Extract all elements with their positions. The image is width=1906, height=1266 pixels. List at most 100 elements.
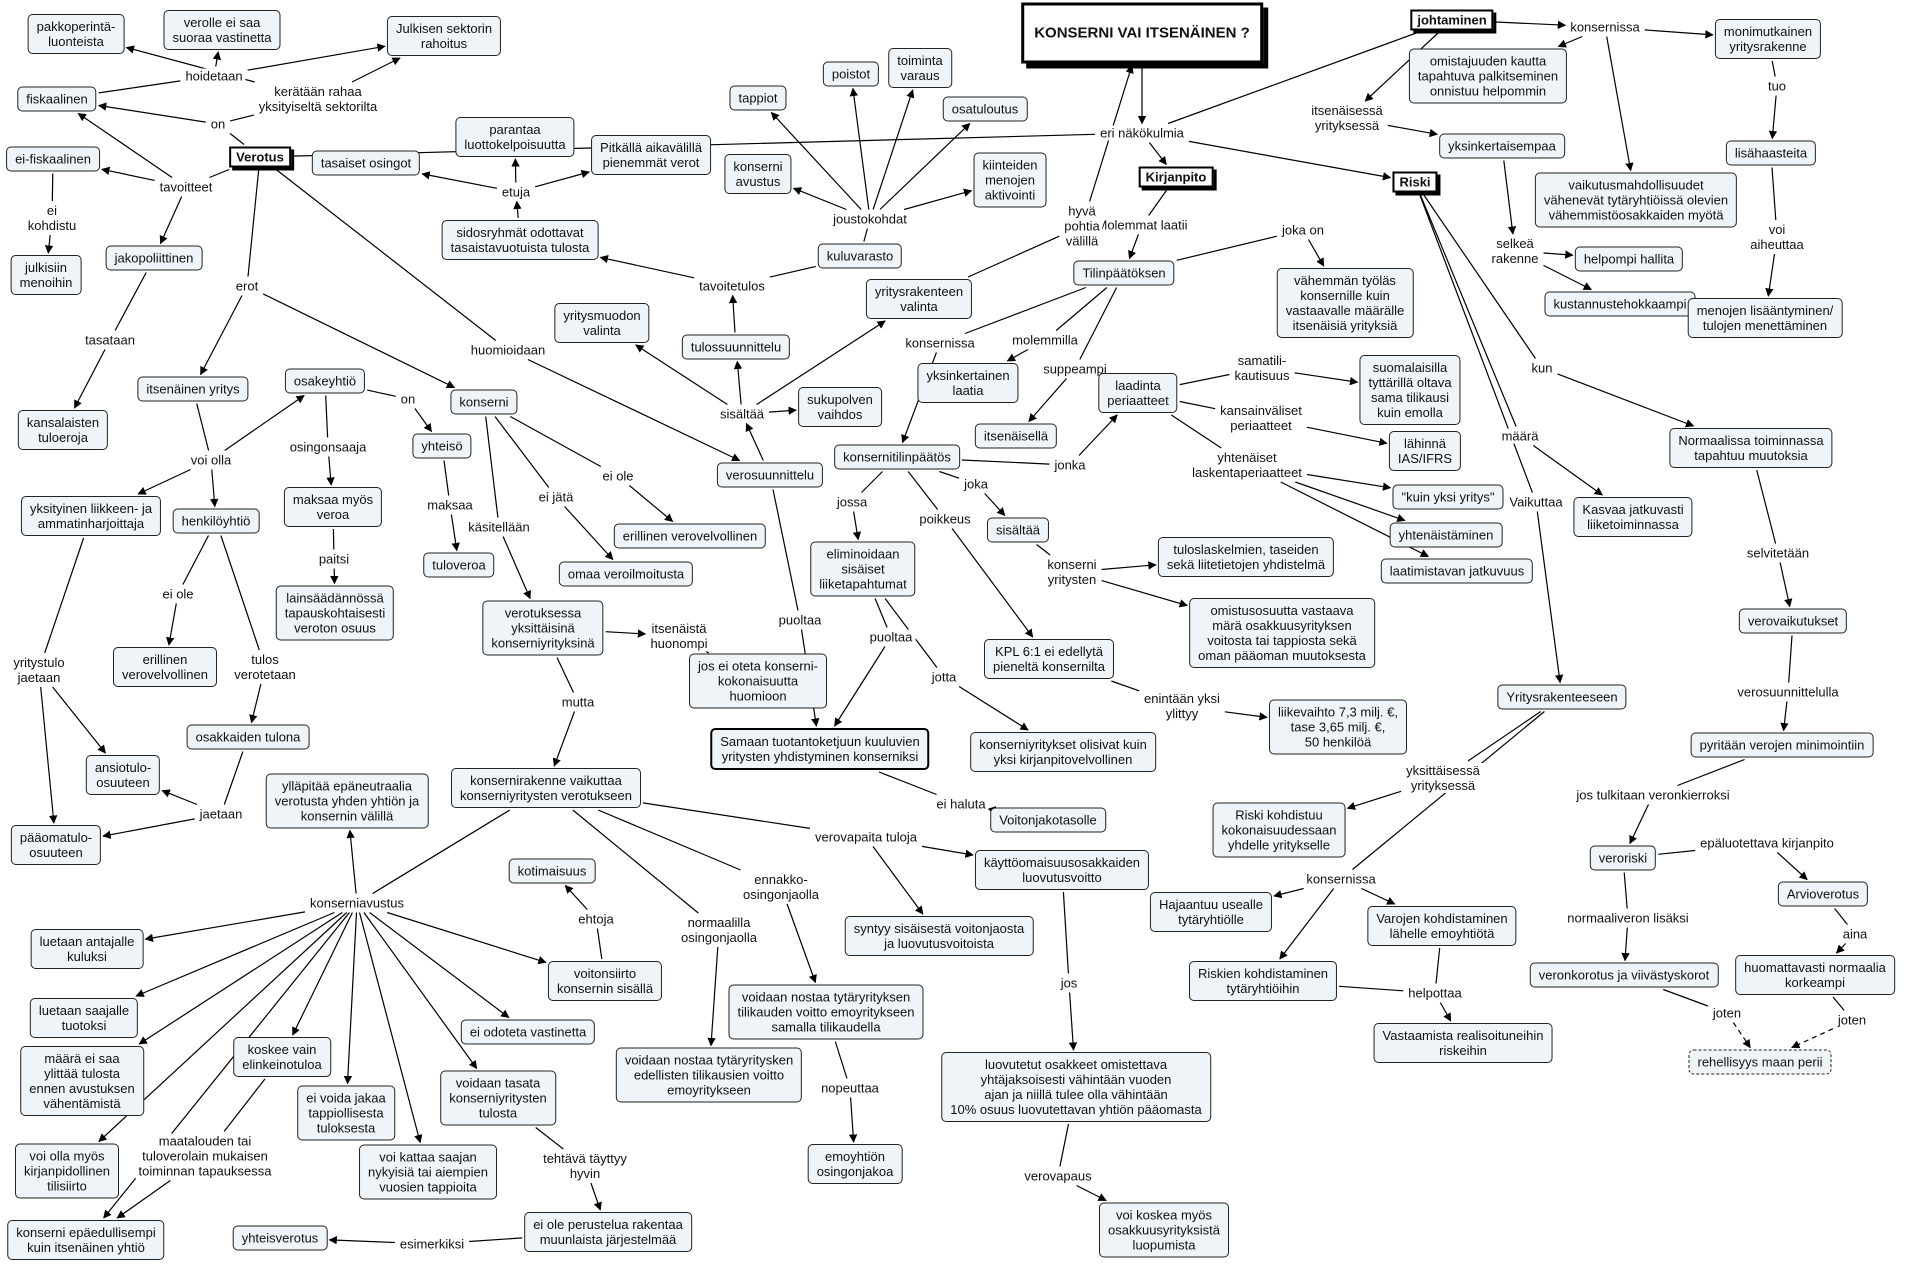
connector bbox=[572, 809, 699, 914]
concept-box: Pitkällä aikavälillä pienemmät verot bbox=[591, 135, 711, 175]
connector bbox=[1644, 29, 1714, 39]
label: epäluotettava kirjanpito bbox=[1697, 835, 1837, 851]
concept-box: huomattavasti normaalia korkeampi bbox=[1735, 955, 1895, 995]
concept-box: Yritysrakenteeseen bbox=[1497, 684, 1627, 710]
concept-box: ei ole perustelua rakentaa muunlaista jä… bbox=[524, 1212, 692, 1252]
connector bbox=[1179, 400, 1216, 410]
label: sisältää bbox=[716, 406, 768, 422]
connector bbox=[1295, 481, 1406, 522]
connector bbox=[878, 771, 937, 796]
connector bbox=[200, 295, 243, 376]
concept-box: vaikutusmahdollisuudet vähenevät tytäryh… bbox=[1534, 172, 1738, 228]
concept-box: konserniyritykset olisivat kuin yksi kir… bbox=[970, 732, 1156, 772]
label: etuja bbox=[498, 184, 534, 200]
label: enintään yksi ylittyy bbox=[1141, 691, 1223, 721]
label: on bbox=[207, 116, 229, 132]
label: selvitetään bbox=[1743, 545, 1813, 561]
connector bbox=[1306, 426, 1388, 446]
connector bbox=[756, 320, 886, 406]
label: joten bbox=[1834, 1012, 1870, 1028]
connector bbox=[182, 535, 210, 585]
label: ei jätä bbox=[535, 489, 577, 505]
concept-box: KPL 6:1 ei edellytä pieneltä konsernilta bbox=[983, 639, 1115, 679]
concept-box: Vastaamista realisoituneihin riskeihin bbox=[1373, 1023, 1553, 1063]
header-johtaminen: johtaminen bbox=[1410, 9, 1494, 31]
label: jotta bbox=[928, 669, 960, 685]
connector bbox=[1756, 469, 1777, 544]
label: Vaikuttaa bbox=[1506, 494, 1566, 510]
concept-box: voidaan tasata konserniyritysten tulosta bbox=[440, 1070, 556, 1126]
connector bbox=[138, 911, 343, 1045]
connector bbox=[144, 911, 306, 942]
concept-box: pyritään verojen minimointiin bbox=[1690, 732, 1874, 758]
connector bbox=[494, 416, 550, 488]
label: samatili- kautisuus bbox=[1231, 353, 1293, 383]
concept-box: luovutetut osakkeet omistettava yhtäjaks… bbox=[941, 1052, 1211, 1122]
concept-box: ei-fiskaalinen bbox=[6, 146, 100, 172]
concept-box: lainsäädännössä tapauskohtaisesti veroto… bbox=[275, 585, 395, 641]
label: joka bbox=[961, 476, 991, 492]
connector bbox=[1543, 250, 1574, 259]
concept-box: veronkorotus ja viivästyskorot bbox=[1529, 962, 1719, 988]
connector bbox=[1279, 888, 1335, 960]
connector bbox=[97, 102, 206, 123]
connector bbox=[224, 395, 305, 451]
concept-box: Samaan tuotantoketjuun kuuluvien yrityst… bbox=[710, 728, 930, 770]
connector bbox=[98, 80, 181, 94]
label: tehtävä täyttyy hyvin bbox=[540, 1151, 630, 1181]
connector bbox=[325, 395, 329, 438]
connector bbox=[552, 711, 576, 767]
concept-box: kuluvarasto bbox=[817, 243, 903, 269]
concept-box: ei voida jakaa tappiollisesta tuloksesta bbox=[297, 1085, 395, 1141]
connector bbox=[137, 468, 191, 495]
concept-box: toiminta varaus bbox=[888, 48, 952, 88]
concept-box: Normaalissa toiminnassa tapahtuu muutoks… bbox=[1669, 428, 1833, 468]
connector bbox=[372, 809, 511, 895]
concept-box: poistot bbox=[822, 61, 880, 87]
concept-box: omistajuuden kautta tapahtuva palkitsemi… bbox=[1408, 48, 1568, 104]
connector bbox=[40, 686, 58, 824]
concept-box: yhteisverotus bbox=[232, 1225, 328, 1251]
label: kun bbox=[1528, 360, 1556, 376]
connector bbox=[728, 294, 738, 333]
connector bbox=[366, 389, 396, 397]
concept-box: osatuloutus bbox=[942, 96, 1028, 122]
concept-box: voi olla myös kirjanpidollinen tilisiirt… bbox=[15, 1143, 119, 1199]
connector bbox=[1101, 561, 1157, 571]
concept-box: osakeyhtiö bbox=[284, 368, 366, 394]
label: joustokohdat bbox=[830, 211, 910, 227]
concept-box: erillinen verovelvollinen bbox=[613, 523, 767, 549]
connector bbox=[102, 818, 195, 839]
label: normaalilla osingonjaolla bbox=[678, 915, 760, 945]
concept-box: tulossuunnittelu bbox=[681, 334, 791, 360]
connector bbox=[852, 511, 862, 541]
concept-box: sidosryhmät odottavat tasaistavuotuista … bbox=[441, 220, 599, 260]
concept-box: fiskaalinen bbox=[17, 86, 97, 112]
connector bbox=[114, 272, 147, 331]
label: jonka bbox=[1051, 457, 1089, 473]
concept-box: Tilinpäätöksen bbox=[1073, 260, 1175, 286]
connector bbox=[369, 912, 510, 1019]
concept-box: jos ei oteta konserni- kokonaisuutta huo… bbox=[689, 653, 827, 709]
concept-box: Kasvaa jatkuvasti liiketoiminnassa bbox=[1573, 497, 1693, 537]
label: puoltaa bbox=[775, 612, 825, 628]
connector bbox=[596, 928, 603, 960]
connector bbox=[848, 1097, 858, 1143]
connector bbox=[939, 470, 960, 479]
connector bbox=[1835, 943, 1847, 954]
connector bbox=[1677, 758, 1745, 787]
label: joka on bbox=[1279, 222, 1327, 238]
label: yhtenäiset laskentaperiaatteet bbox=[1189, 450, 1305, 480]
concept-box: parantaa luottokelpoisuutta bbox=[455, 117, 575, 157]
connector bbox=[861, 471, 883, 493]
connector bbox=[921, 845, 974, 858]
connector bbox=[1306, 473, 1392, 491]
connector bbox=[443, 460, 450, 496]
concept-box: pakkoperintä- luonteista bbox=[27, 14, 125, 54]
concept-box: omaa veroilmoitusta bbox=[558, 561, 694, 587]
label: mutta bbox=[558, 694, 598, 710]
connector bbox=[292, 912, 353, 1036]
connector bbox=[745, 422, 764, 461]
concept-box: koskee vain elinkeinotuloa bbox=[233, 1037, 331, 1077]
